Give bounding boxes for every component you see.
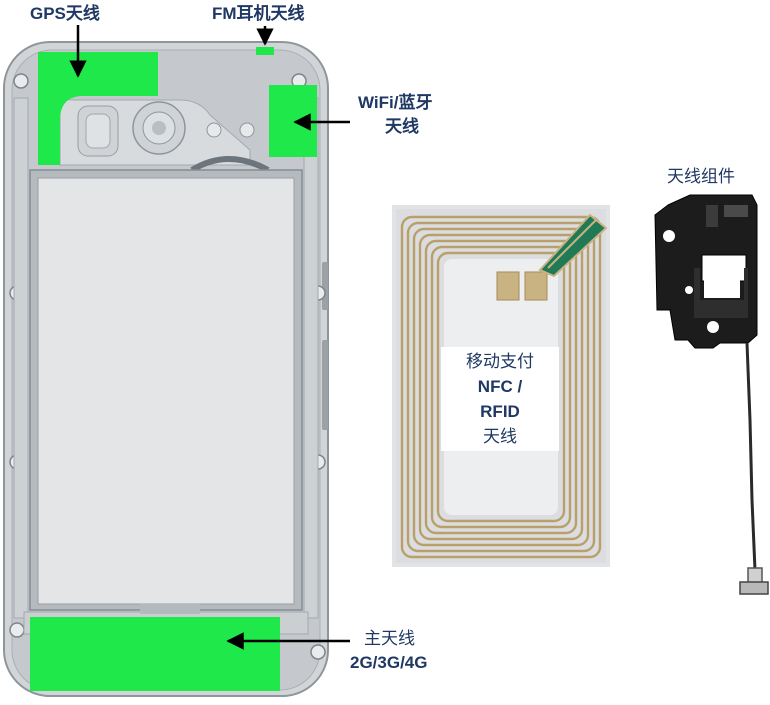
nfc-label-line3: RFID xyxy=(480,402,520,421)
nfc-antenna xyxy=(392,205,610,567)
nfc-label-box: 移动支付 NFC / RFID 天线 xyxy=(441,347,559,451)
antenna-assembly-label: 天线组件 xyxy=(667,167,735,186)
wifi-antenna-label-line1: WiFi/蓝牙 xyxy=(358,93,433,112)
phone-frame xyxy=(3,41,329,697)
nfc-label-line4: 天线 xyxy=(483,427,517,446)
antenna-regions xyxy=(30,47,317,691)
fm-antenna-label: FM耳机天线 xyxy=(212,4,305,23)
main-antenna-region xyxy=(30,617,280,691)
nfc-label-line2: NFC / xyxy=(477,377,523,396)
wifi-antenna-label-line2: 天线 xyxy=(385,117,419,136)
antenna-assembly xyxy=(654,194,769,595)
gps-antenna-region xyxy=(38,52,158,165)
nfc-label-line1: 移动支付 xyxy=(466,352,534,371)
callout-arrows xyxy=(69,25,350,650)
gps-antenna-label: GPS天线 xyxy=(30,4,100,23)
fm-antenna-region xyxy=(256,47,274,55)
main-antenna-label-line2: 2G/3G/4G xyxy=(350,653,428,672)
main-antenna-label-line1: 主天线 xyxy=(364,629,415,648)
